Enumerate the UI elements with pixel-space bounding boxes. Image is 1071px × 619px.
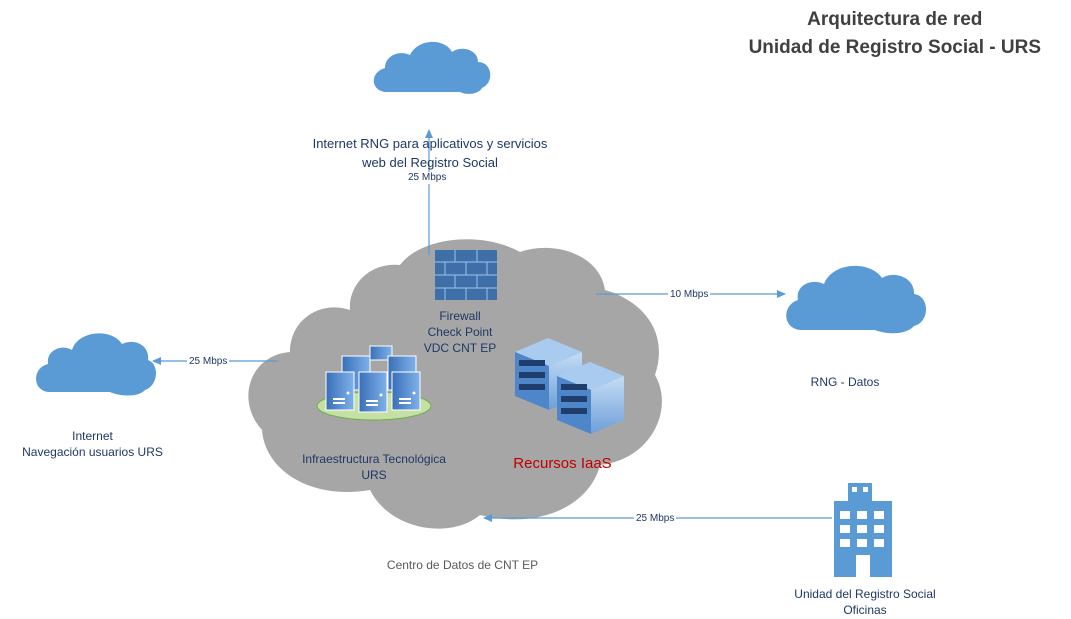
rng-datos-label: RNG - Datos [810, 375, 880, 389]
datacenter-cloud-icon [248, 239, 662, 529]
title-line-1: Arquitectura de red [807, 9, 983, 30]
internet-urs-label: Internet Navegación usuarios URS [22, 429, 163, 459]
rng-datos-speed: 10 Mbps [668, 289, 711, 301]
firewall-icon [435, 250, 497, 300]
iaas-label: Recursos IaaS [513, 455, 612, 472]
internet-urs-speed: 25 Mbps [187, 356, 230, 368]
title-line-2: Unidad de Registro Social - URS [748, 37, 1041, 58]
building-icon [834, 483, 892, 577]
server-cluster-icon [316, 345, 432, 421]
cloud-icon [786, 265, 926, 334]
internet-rng-speed: 25 Mbps [406, 172, 449, 184]
internet-rng-label: Internet RNG para aplicativos y servicio… [312, 136, 548, 170]
cloud-icon [373, 41, 491, 94]
oficinas-speed: 25 Mbps [634, 513, 677, 525]
datacenter-label: Centro de Datos de CNT EP [386, 558, 539, 572]
firewall-label: Firewall Check Point VDC CNT EP [423, 309, 497, 355]
infraestructura-label: Infraestructura Tecnológica URS [302, 452, 446, 482]
server-rack-icon [515, 338, 624, 434]
oficinas-label: Unidad del Registro Social Oficinas [794, 587, 936, 617]
cloud-icon [36, 333, 156, 396]
diagram-title: Arquitectura de red Unidad de Registro S… [749, 6, 1041, 62]
